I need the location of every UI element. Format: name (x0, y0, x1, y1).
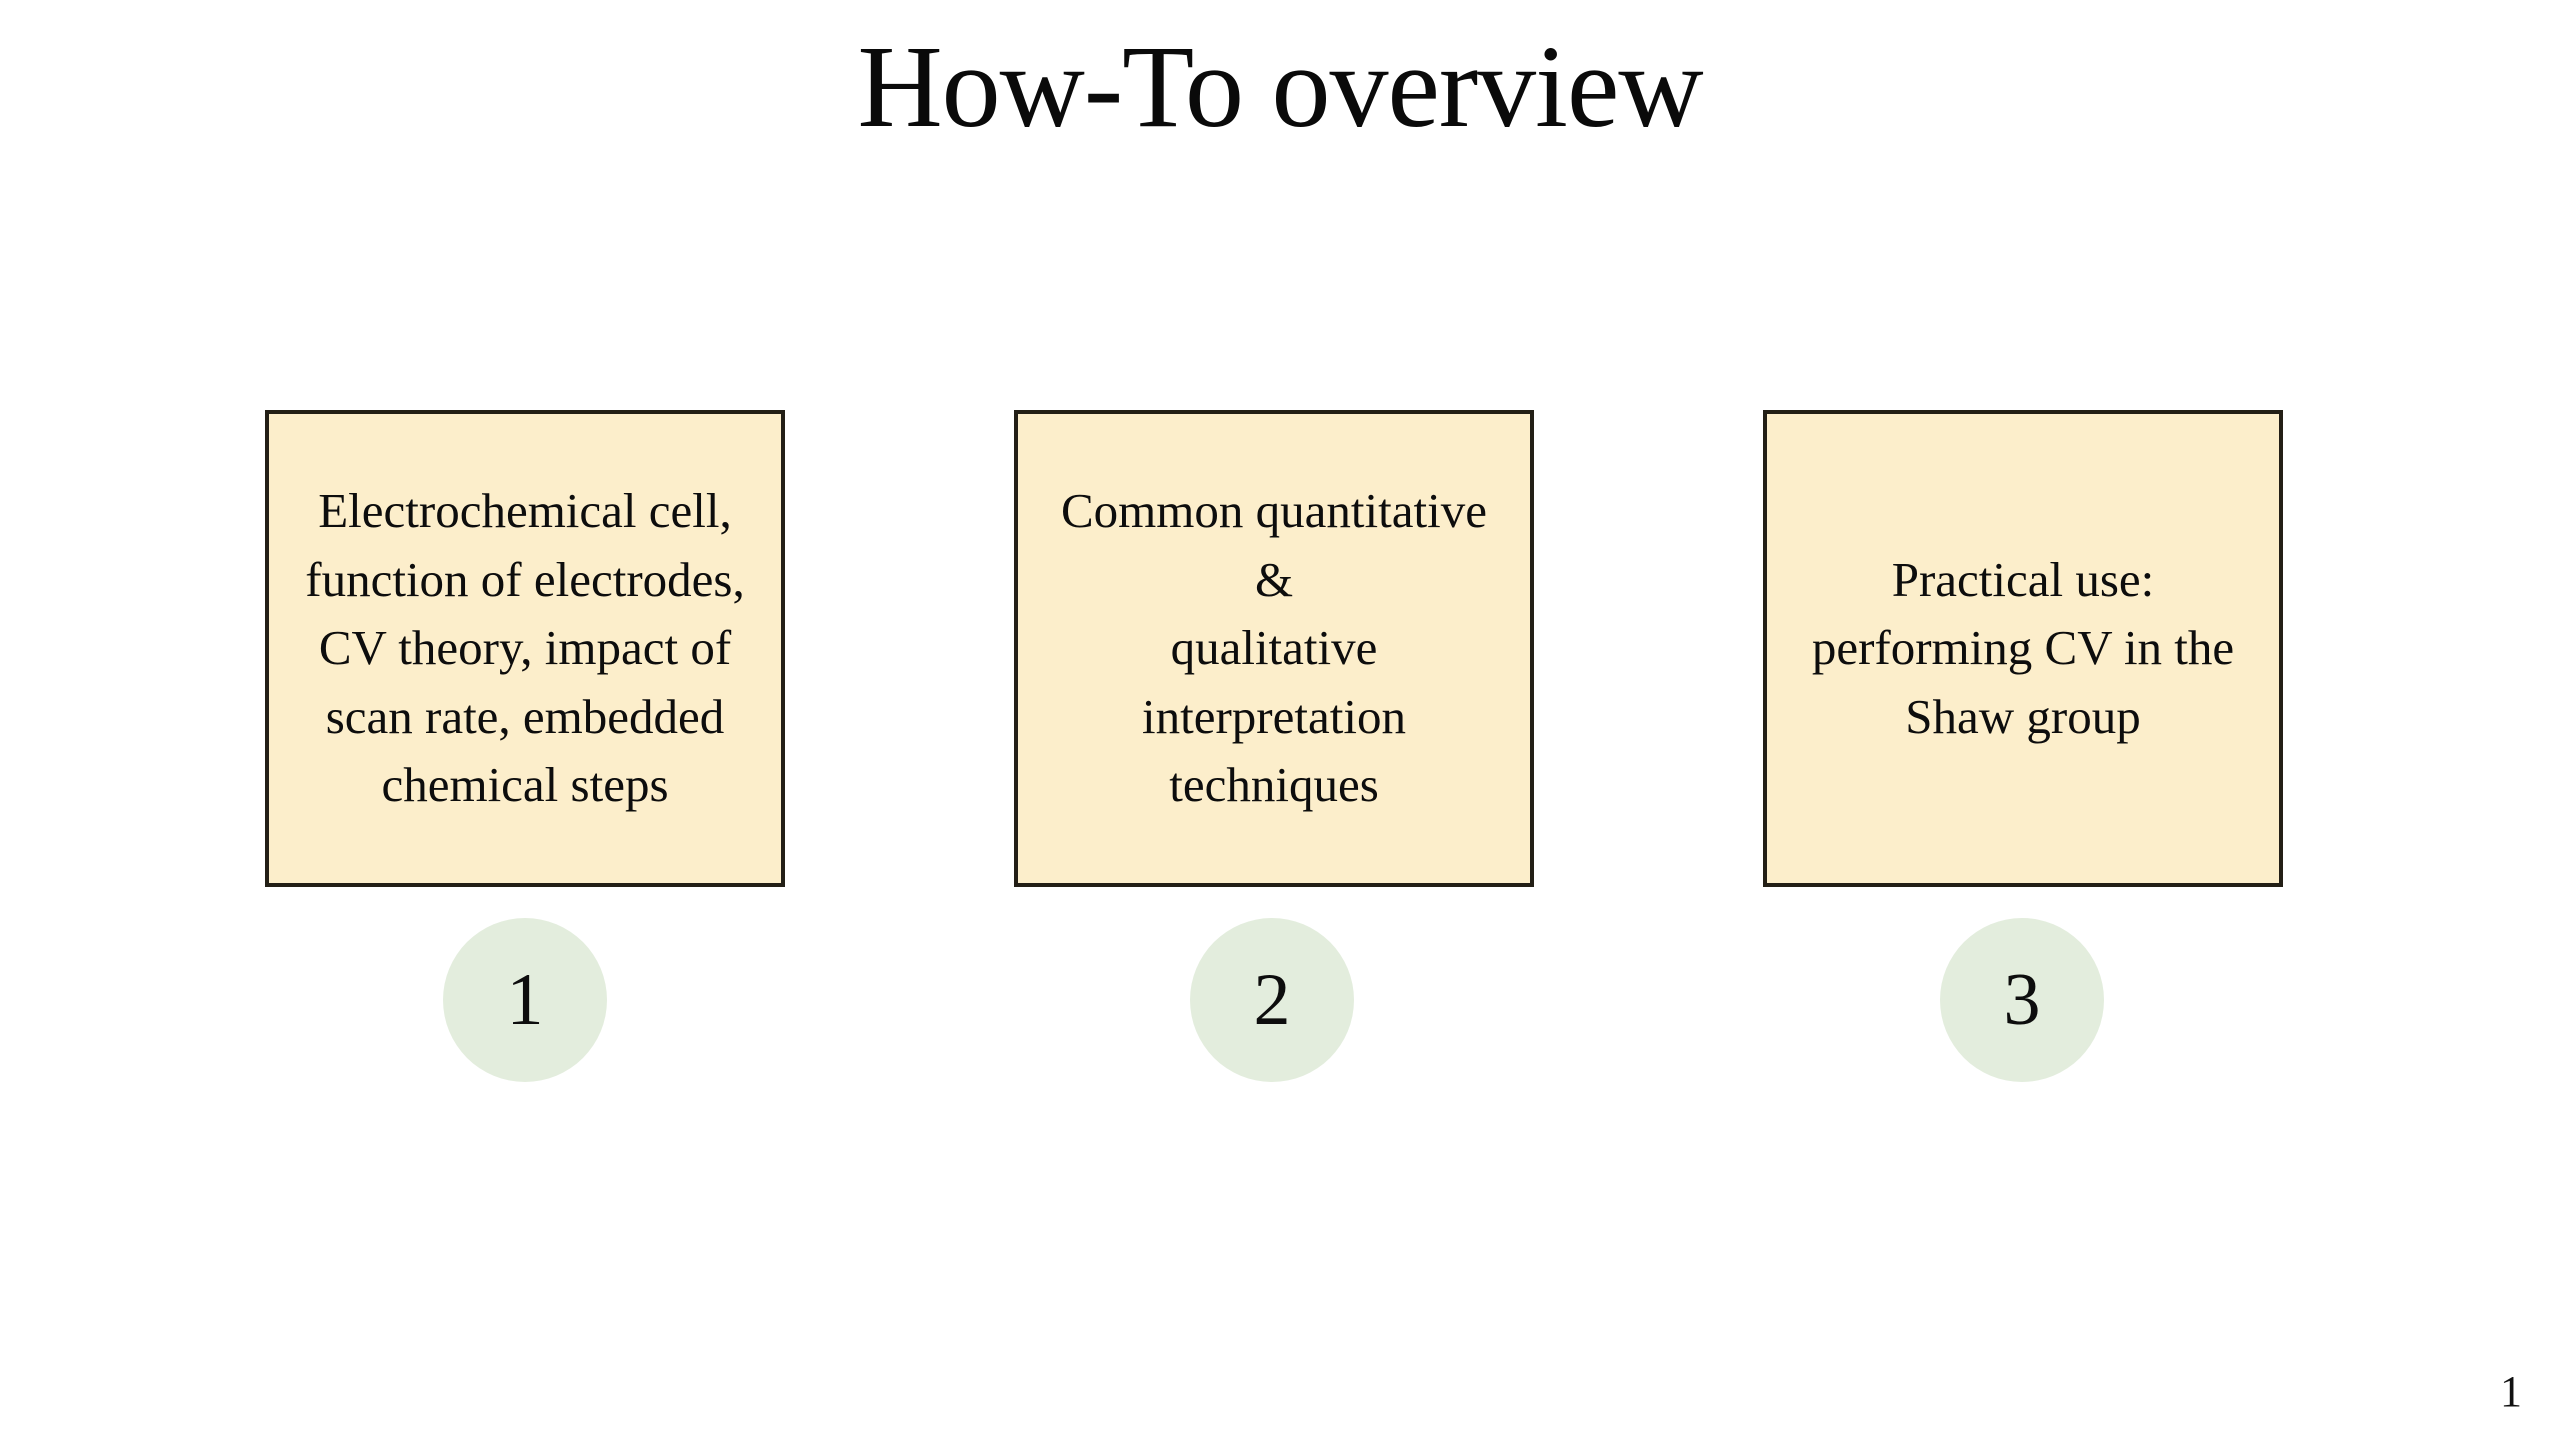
page-number: 1 (2500, 1367, 2522, 1416)
page-title: How-To overview (857, 21, 1703, 152)
step-badge-1[interactable]: 1 (443, 918, 607, 1082)
step-group-3: Practical use: performing CV in the Shaw… (1763, 410, 2283, 1082)
step-badge-2-number: 2 (1253, 959, 1291, 1041)
step-box-1-text: Electrochemical cell, function of electr… (305, 483, 745, 813)
step-box-2[interactable]: Common quantitative & qualitative interp… (1014, 410, 1534, 887)
step-badge-3-number: 3 (2003, 959, 2041, 1041)
step-box-1[interactable]: Electrochemical cell, function of electr… (265, 410, 785, 887)
step-group-1: Electrochemical cell, function of electr… (265, 410, 785, 1082)
step-box-2-text: Common quantitative & qualitative interp… (1061, 483, 1487, 813)
step-box-3[interactable]: Practical use: performing CV in the Shaw… (1763, 410, 2283, 887)
step-box-3-text: Practical use: performing CV in the Shaw… (1811, 551, 2235, 744)
step-group-2: Common quantitative & qualitative interp… (1014, 410, 1534, 1082)
step-badge-3[interactable]: 3 (1940, 918, 2104, 1082)
step-badge-2[interactable]: 2 (1190, 918, 1354, 1082)
step-badge-1-number: 1 (506, 959, 544, 1041)
